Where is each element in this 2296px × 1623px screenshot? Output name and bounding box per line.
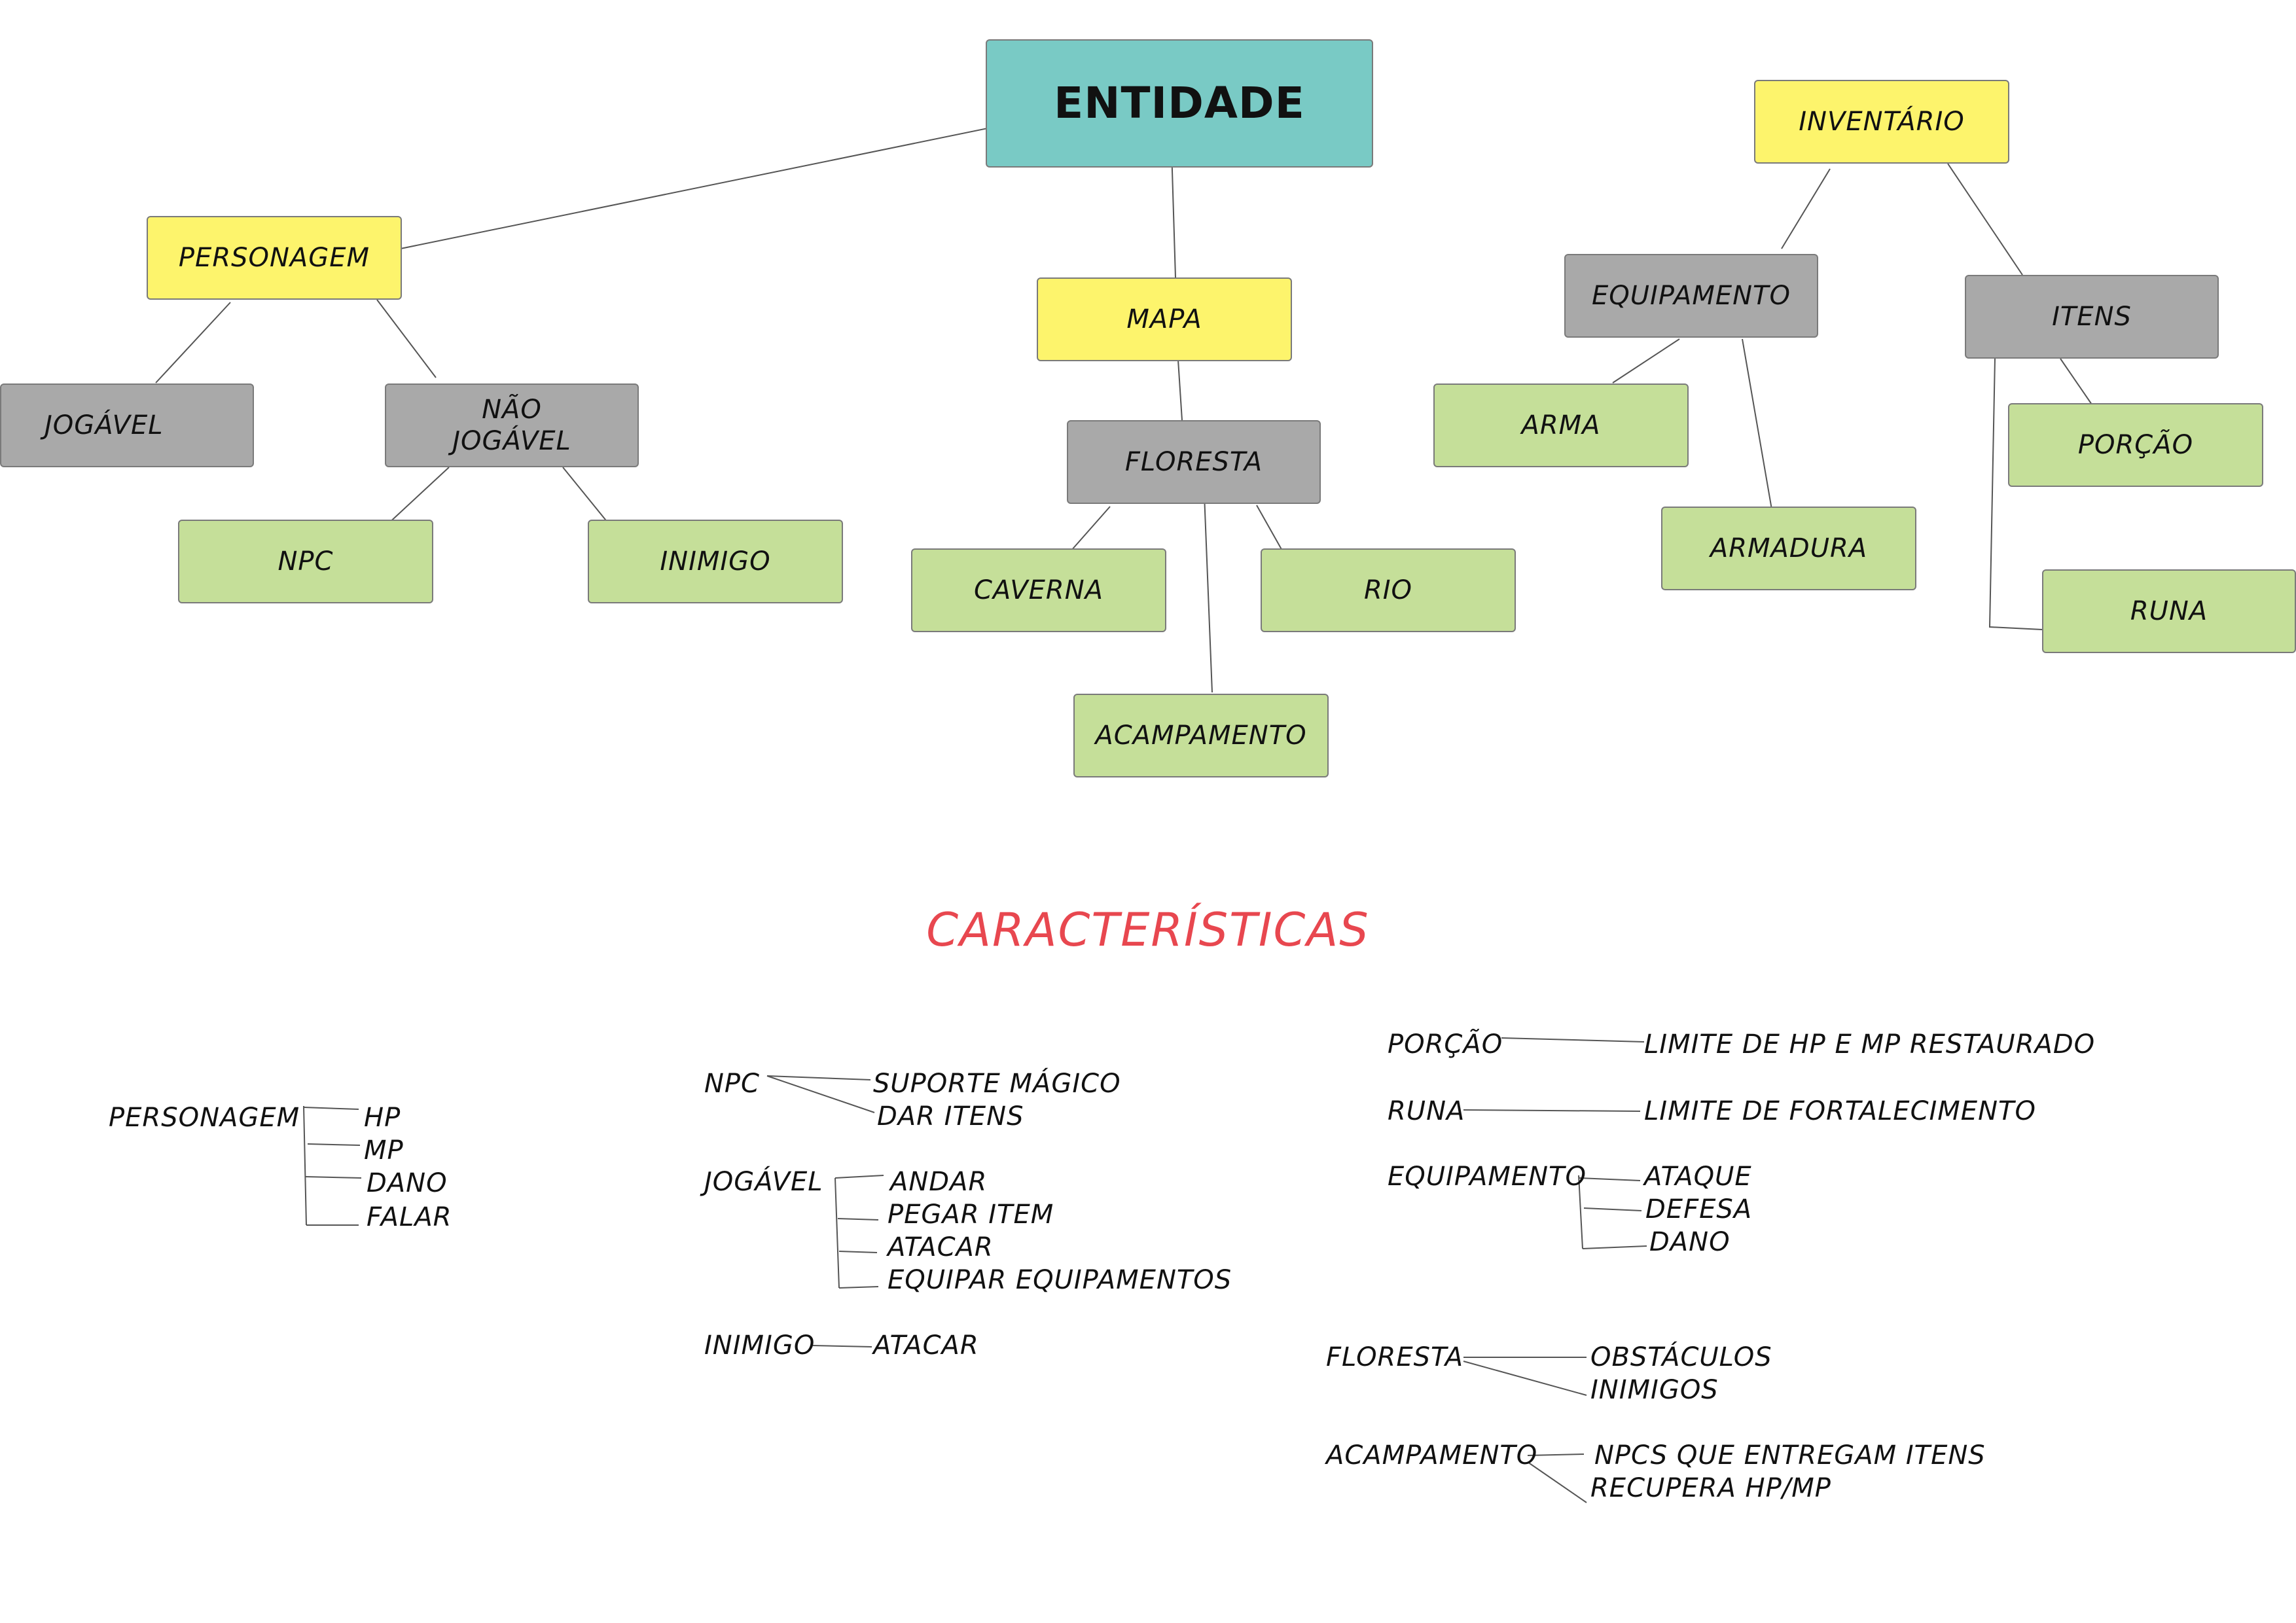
bracket-line	[1582, 1245, 1647, 1249]
bracket-line	[838, 1286, 879, 1289]
jogavel-item: ATACAR	[888, 1232, 994, 1262]
inimigo-node[interactable]: INIMIGO	[588, 520, 843, 603]
floresta-label: FLORESTA	[1326, 1342, 1464, 1372]
bracket-line	[1578, 1177, 1641, 1181]
bracket-line	[1463, 1109, 1641, 1112]
floresta-item: INIMIGOS	[1590, 1375, 1719, 1405]
jogavel-node[interactable]: JOGÁVEL	[0, 383, 254, 467]
connector	[1204, 494, 1213, 693]
bracket-line	[834, 1177, 840, 1289]
acampamento-node[interactable]: ACAMPAMENTO	[1073, 694, 1329, 777]
connector	[1177, 359, 1183, 421]
equipamento-item: DEFESA	[1645, 1194, 1753, 1224]
bracket-line	[303, 1105, 307, 1226]
bracket-line	[766, 1075, 875, 1113]
personagem-item: HP	[364, 1103, 401, 1133]
inimigo-label: INIMIGO	[704, 1330, 816, 1361]
equipamento-item: ATAQUE	[1644, 1162, 1752, 1192]
acampamento-label: ACAMPAMENTO	[1326, 1440, 1538, 1471]
acampamento-item: RECUPERA HP/MP	[1590, 1473, 1831, 1503]
jogavel-item: PEGAR ITEM	[888, 1200, 1054, 1230]
personagem-item: MP	[364, 1135, 404, 1166]
personagem-node[interactable]: PERSONAGEM	[147, 216, 402, 300]
runa-node[interactable]: RUNA	[2042, 569, 2296, 653]
connector	[1781, 168, 1831, 249]
inventario-node[interactable]: INVENTÁRIO	[1754, 80, 2009, 164]
connector	[376, 299, 437, 378]
bracket-line	[1463, 1361, 1587, 1396]
bracket-line	[1583, 1207, 1642, 1211]
floresta-item: OBSTÁCULOS	[1590, 1342, 1772, 1372]
nao-jogavel-node[interactable]: NÃO JOGÁVEL	[385, 383, 639, 467]
entidade-node[interactable]: ENTIDADE	[986, 39, 1373, 168]
jogavel-item: ANDAR	[890, 1167, 988, 1197]
bracket-line	[307, 1143, 361, 1146]
npc-label: NPC	[704, 1069, 760, 1099]
bracket-line	[834, 1175, 884, 1179]
connector	[386, 467, 450, 526]
bracket-line	[837, 1218, 879, 1221]
bracket-line	[304, 1176, 362, 1179]
porcao-label: PORÇÃO	[1388, 1029, 1503, 1060]
personagem-label: PERSONAGEM	[109, 1103, 300, 1133]
connector	[1256, 505, 1286, 557]
porcao-node[interactable]: PORÇÃO	[2008, 403, 2263, 487]
caverna-node[interactable]: CAVERNA	[911, 548, 1166, 632]
npc-node[interactable]: NPC	[178, 520, 433, 603]
jogavel-item: EQUIPAR EQUIPAMENTOS	[888, 1265, 1232, 1295]
bracket-line	[766, 1075, 871, 1080]
bracket-line	[1501, 1037, 1645, 1043]
npc-item: DAR ITENS	[877, 1101, 1024, 1132]
rio-node[interactable]: RIO	[1261, 548, 1516, 632]
connector	[1070, 506, 1111, 552]
floresta-node[interactable]: FLORESTA	[1067, 420, 1321, 504]
connector	[1947, 163, 2023, 276]
bracket-line	[838, 1251, 878, 1253]
connector	[1742, 338, 1773, 514]
equipamento-node[interactable]: EQUIPAMENTO	[1564, 254, 1818, 338]
connector	[1171, 149, 1176, 278]
jogavel-label: JOGÁVEL	[704, 1167, 823, 1197]
equipamento-label: EQUIPAMENTO	[1388, 1162, 1587, 1192]
arma-node[interactable]: ARMA	[1433, 383, 1689, 467]
bracket-line	[1578, 1175, 1583, 1249]
runa-item: LIMITE DE FORTALECIMENTO	[1644, 1096, 2036, 1126]
connector	[155, 302, 231, 383]
armadura-node[interactable]: ARMADURA	[1661, 507, 1916, 590]
runa-label: RUNA	[1388, 1096, 1465, 1126]
npc-item: SUPORTE MÁGICO	[873, 1069, 1121, 1099]
bracket-line	[303, 1107, 359, 1110]
connector	[1612, 338, 1680, 383]
bracket-line	[1527, 1454, 1585, 1456]
personagem-item: DANO	[367, 1168, 448, 1198]
mapa-node[interactable]: MAPA	[1037, 277, 1292, 361]
inimigo-item: ATACAR	[873, 1330, 979, 1361]
equipamento-item: DANO	[1649, 1227, 1731, 1257]
connector	[2060, 358, 2092, 405]
itens-node[interactable]: ITENS	[1965, 275, 2219, 359]
connector	[1988, 358, 2043, 630]
bracket-line	[1527, 1461, 1587, 1503]
caracteristicas-title: CARACTERÍSTICAS	[926, 903, 1370, 957]
connector	[400, 121, 1020, 249]
porcao-item: LIMITE DE HP E MP RESTAURADO	[1644, 1029, 2096, 1060]
acampamento-item: NPCS QUE ENTREGAM ITENS	[1594, 1440, 1986, 1471]
bracket-line	[812, 1345, 872, 1347]
personagem-item: FALAR	[367, 1202, 452, 1232]
